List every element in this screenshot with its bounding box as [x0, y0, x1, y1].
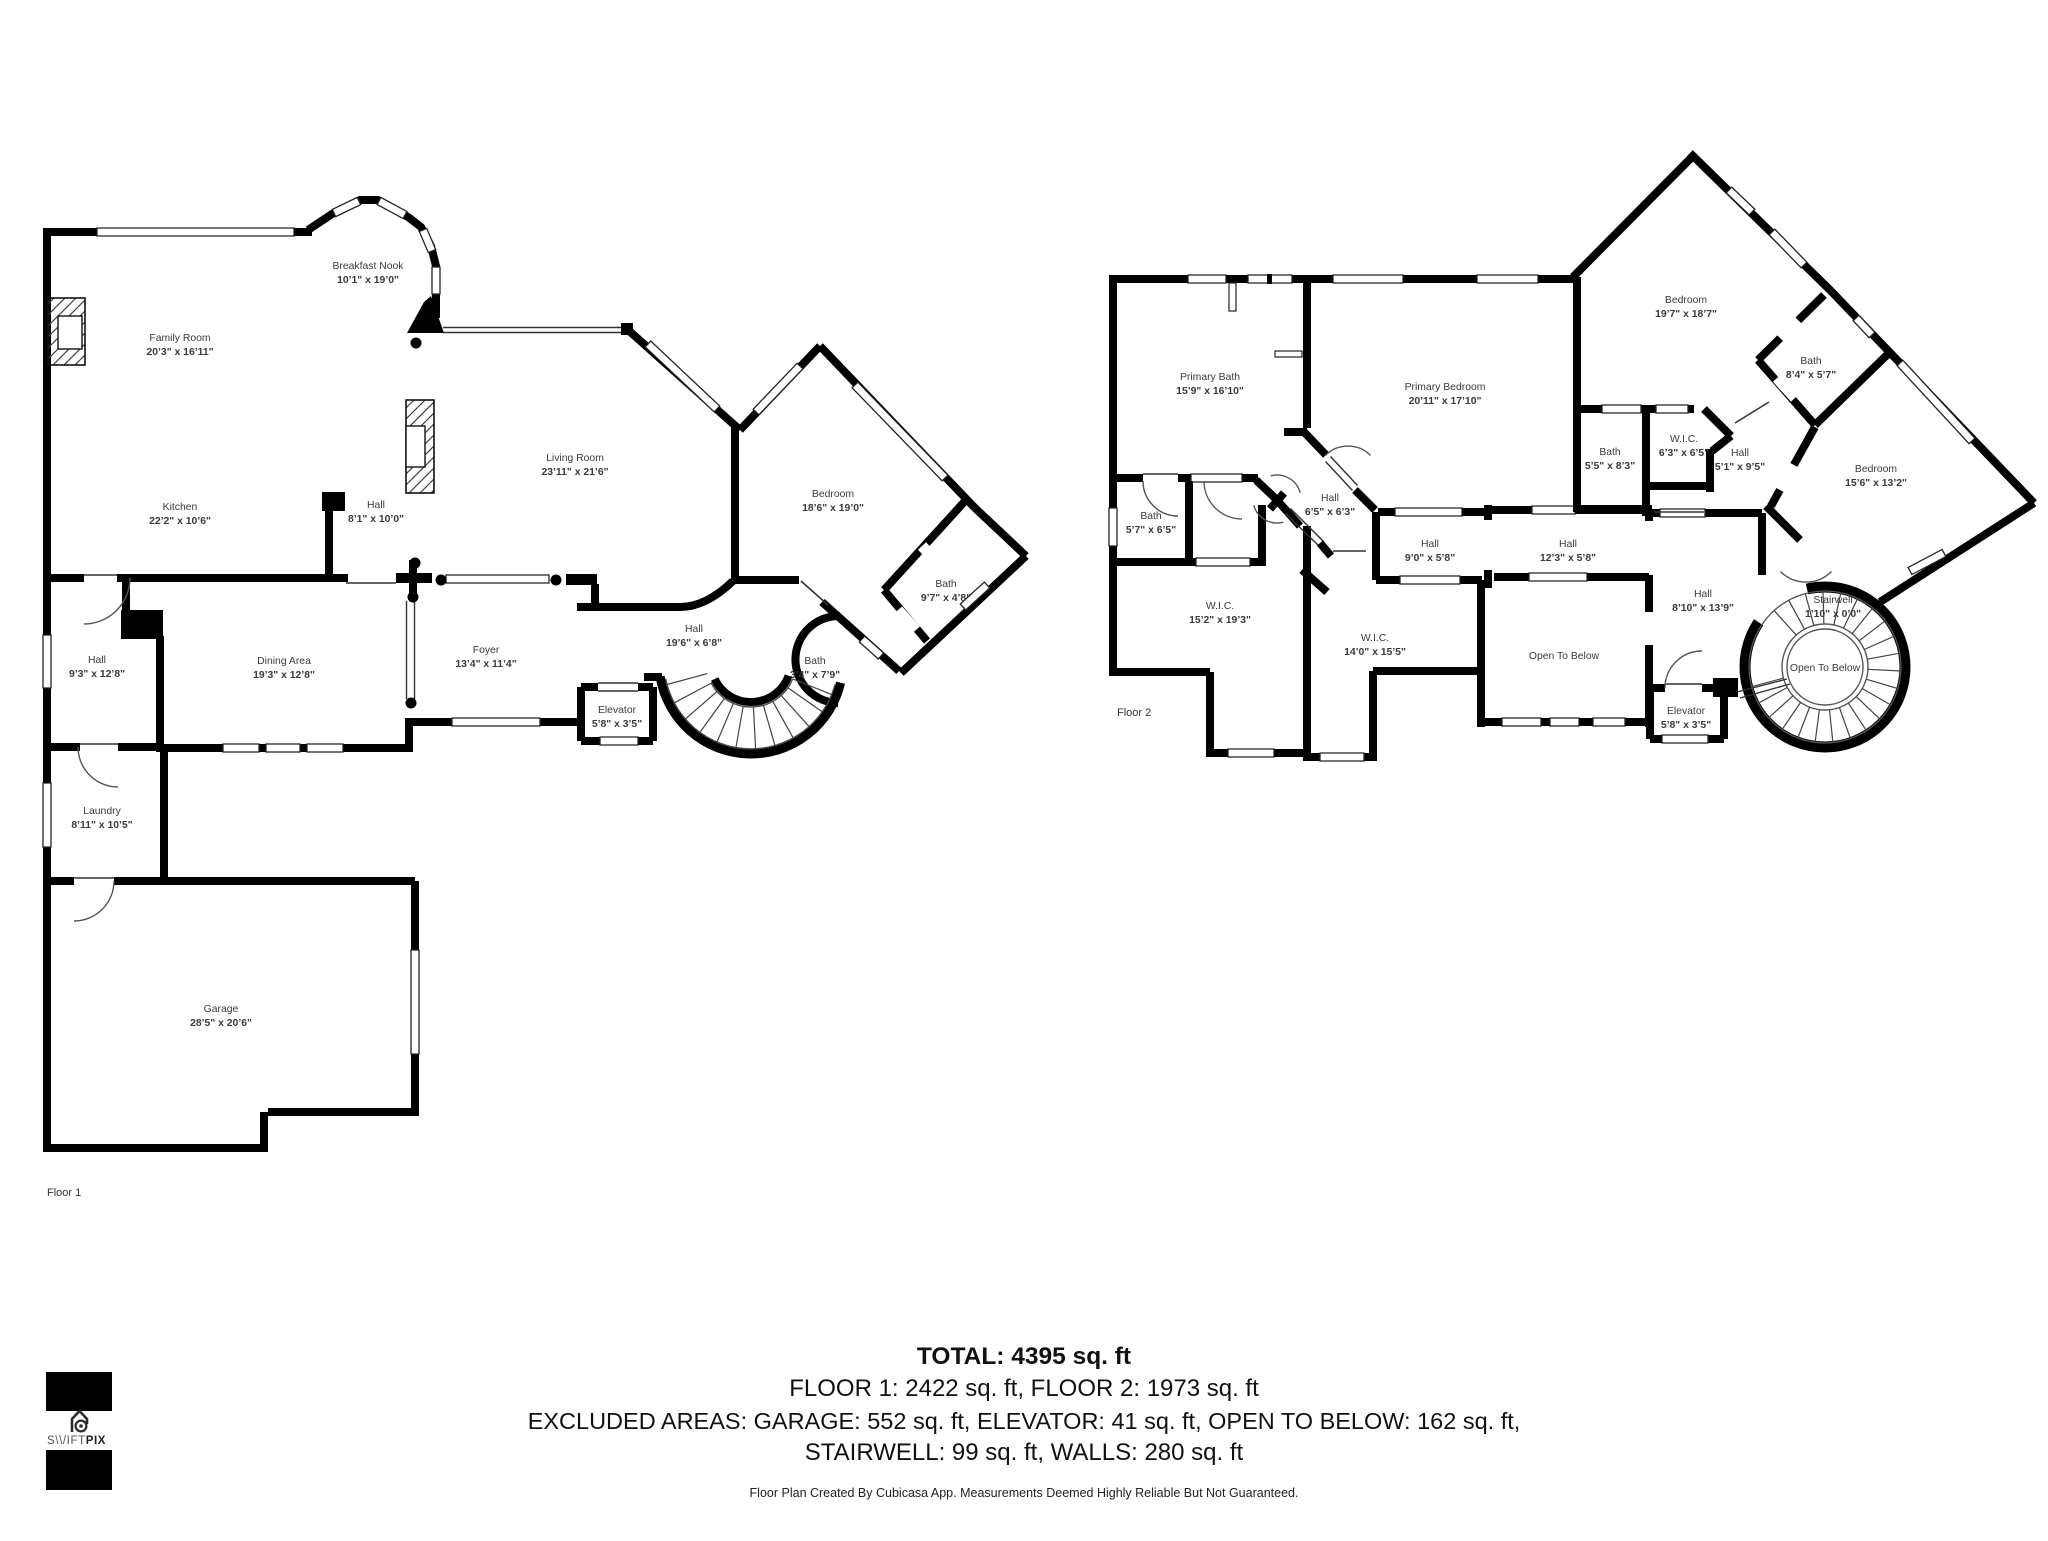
svg-text:1’10" x 0’0": 1’10" x 0’0" [1805, 609, 1861, 620]
svg-text:Hall: Hall [1694, 589, 1712, 600]
svg-text:Floor 2: Floor 2 [1117, 707, 1151, 719]
svg-text:S\\/IFTPIX: S\\/IFTPIX [47, 1435, 106, 1447]
svg-text:Living Room: Living Room [546, 453, 604, 464]
svg-text:Open To Below: Open To Below [1529, 651, 1600, 662]
svg-text:13’4" x 11’4": 13’4" x 11’4" [455, 659, 516, 670]
svg-text:6’5" x 6’3": 6’5" x 6’3" [1305, 507, 1355, 518]
svg-text:10’1" x 19’0": 10’1" x 19’0" [337, 275, 399, 286]
svg-text:Hall: Hall [1731, 448, 1749, 459]
svg-text:Hall: Hall [1421, 539, 1439, 550]
svg-text:FLOOR 1: 2422 sq. ft, FLOOR 2:: FLOOR 1: 2422 sq. ft, FLOOR 2: 1973 sq. … [789, 1375, 1259, 1402]
svg-text:6’3" x 6’5": 6’3" x 6’5" [1659, 448, 1709, 459]
svg-text:8’1" x 10’0": 8’1" x 10’0" [348, 514, 404, 525]
svg-text:Hall: Hall [367, 500, 385, 511]
svg-text:9’3" x 12’8": 9’3" x 12’8" [69, 669, 125, 680]
svg-text:Open To Below: Open To Below [1790, 663, 1861, 674]
svg-text:22’2" x 10’6": 22’2" x 10’6" [149, 516, 211, 527]
svg-text:15’2" x 19’3": 15’2" x 19’3" [1189, 615, 1251, 626]
svg-text:19’3" x 12’8": 19’3" x 12’8" [253, 670, 315, 681]
svg-text:8’11" x 10’5": 8’11" x 10’5" [71, 820, 132, 831]
svg-text:5’8" x 3’5": 5’8" x 3’5" [1661, 720, 1711, 731]
svg-text:Bath: Bath [935, 579, 957, 590]
svg-text:TOTAL: 4395 sq. ft: TOTAL: 4395 sq. ft [917, 1343, 1131, 1370]
svg-text:Bath: Bath [1800, 356, 1822, 367]
svg-text:9’7" x 4’8": 9’7" x 4’8" [921, 593, 971, 604]
svg-text:3’4" x 7’9": 3’4" x 7’9" [790, 670, 840, 681]
svg-text:Floor 1: Floor 1 [47, 1187, 81, 1199]
svg-text:28’5" x 20’6": 28’5" x 20’6" [190, 1018, 252, 1029]
svg-text:5’7" x 6’5": 5’7" x 6’5" [1126, 525, 1176, 536]
svg-text:19’6" x 6’8": 19’6" x 6’8" [666, 638, 722, 649]
svg-text:Bath: Bath [1599, 447, 1621, 458]
svg-text:18’6" x 19’0": 18’6" x 19’0" [802, 503, 864, 514]
svg-text:Laundry: Laundry [83, 806, 121, 817]
svg-text:Floor Plan Created By Cubicasa: Floor Plan Created By Cubicasa App. Meas… [750, 1486, 1299, 1500]
svg-text:STAIRWELL: 99 sq. ft, WALLS: 2: STAIRWELL: 99 sq. ft, WALLS: 280 sq. ft [805, 1439, 1244, 1466]
svg-text:Family Room: Family Room [149, 333, 210, 344]
svg-text:5’8" x 3’5": 5’8" x 3’5" [592, 719, 642, 730]
svg-text:W.I.C.: W.I.C. [1206, 601, 1234, 612]
svg-text:12’3" x 5’8": 12’3" x 5’8" [1540, 553, 1596, 564]
svg-text:Stairwell: Stairwell [1813, 595, 1852, 606]
svg-text:5’1" x 9’5": 5’1" x 9’5" [1715, 462, 1765, 473]
svg-text:W.I.C.: W.I.C. [1361, 633, 1389, 644]
svg-text:Kitchen: Kitchen [163, 502, 198, 513]
svg-text:Hall: Hall [1321, 493, 1339, 504]
svg-text:8’10" x 13’9": 8’10" x 13’9" [1672, 603, 1734, 614]
svg-text:23’11" x 21’6": 23’11" x 21’6" [541, 467, 608, 478]
svg-text:Bedroom: Bedroom [1665, 295, 1707, 306]
svg-text:15’6" x 13’2": 15’6" x 13’2" [1845, 478, 1907, 489]
svg-text:Dining Area: Dining Area [257, 656, 311, 667]
svg-text:Bedroom: Bedroom [1855, 464, 1897, 475]
svg-text:Hall: Hall [685, 624, 703, 635]
svg-text:EXCLUDED AREAS: GARAGE: 552 sq: EXCLUDED AREAS: GARAGE: 552 sq. ft, ELEV… [528, 1408, 1521, 1434]
svg-text:Garage: Garage [204, 1004, 239, 1015]
svg-text:19’7" x 18’7": 19’7" x 18’7" [1655, 309, 1717, 320]
svg-text:Elevator: Elevator [1667, 706, 1706, 717]
svg-text:Bath: Bath [804, 656, 826, 667]
svg-text:20’11" x 17’10": 20’11" x 17’10" [1409, 396, 1482, 407]
svg-text:20’3" x 16’11": 20’3" x 16’11" [146, 347, 213, 358]
svg-text:14’0" x 15’5": 14’0" x 15’5" [1344, 647, 1406, 658]
svg-text:8’4" x 5’7": 8’4" x 5’7" [1786, 370, 1836, 381]
svg-text:W.I.C.: W.I.C. [1670, 434, 1698, 445]
svg-text:Primary Bedroom: Primary Bedroom [1405, 382, 1486, 393]
svg-text:Bath: Bath [1140, 511, 1162, 522]
svg-text:Elevator: Elevator [598, 705, 637, 716]
svg-text:Hall: Hall [1559, 539, 1577, 550]
svg-text:Breakfast Nook: Breakfast Nook [332, 261, 404, 272]
svg-text:5’5" x 8’3": 5’5" x 8’3" [1585, 461, 1635, 472]
svg-text:Hall: Hall [88, 655, 106, 666]
svg-text:Primary Bath: Primary Bath [1180, 372, 1240, 383]
svg-text:Bedroom: Bedroom [812, 489, 854, 500]
svg-text:15’9" x 16’10": 15’9" x 16’10" [1176, 386, 1244, 397]
svg-text:9’0" x 5’8": 9’0" x 5’8" [1405, 553, 1455, 564]
svg-text:Foyer: Foyer [473, 645, 500, 656]
